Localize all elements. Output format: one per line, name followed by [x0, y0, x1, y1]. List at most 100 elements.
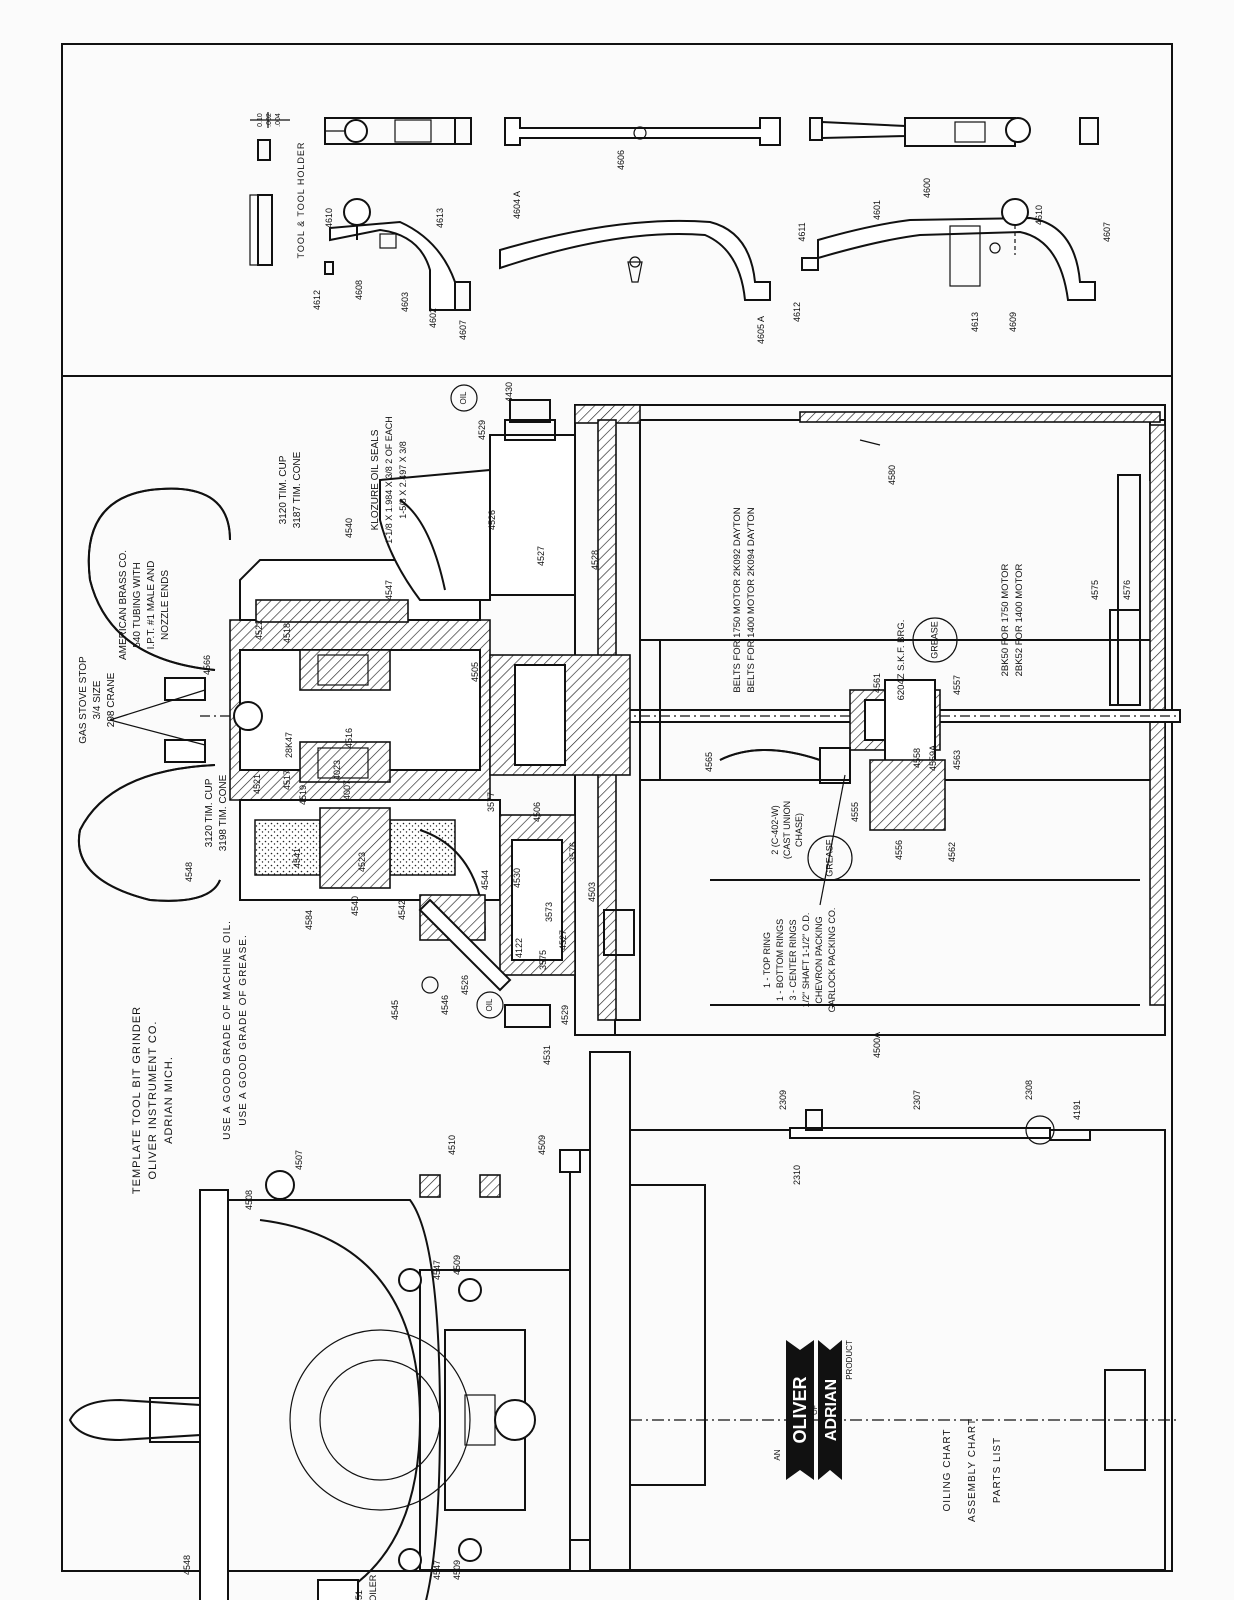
pn-4526-bot: 4526 [460, 975, 470, 995]
tool-dim-1: 0.10 [257, 113, 264, 127]
note-grease: USE A GOOD GRADE OF GREASE. [238, 934, 249, 1125]
pn-4430: 4430 [504, 382, 514, 402]
pn-4607-b: 4607 [1102, 222, 1112, 242]
pn-4531: 4531 [542, 1045, 552, 1065]
svg-text:ADRIAN: ADRIAN [823, 1379, 840, 1441]
pn-2309: 2309 [778, 1090, 788, 1110]
title-block: TEMPLATE TOOL BIT GRINDER OLIVER INSTRUM… [131, 1006, 175, 1194]
pn-4565: 4565 [704, 752, 714, 772]
svg-text:3187 TIM. CONE: 3187 TIM. CONE [292, 451, 303, 528]
pn-4522: 4522 [254, 620, 264, 640]
pn-4545: 4545 [390, 1000, 400, 1020]
pn-4509-a: 4509 [537, 1135, 547, 1155]
pn-4548-sec: 4548 [184, 862, 194, 882]
pn-4566: 4566 [202, 655, 212, 675]
tool-holder-view-c [809, 117, 1099, 147]
svg-text:3/4 SIZE: 3/4 SIZE [92, 680, 103, 719]
svg-text:1-1/8 X 1.984 X 3/8 2 OF EACH: 1-1/8 X 1.984 X 3/8 2 OF EACH [384, 416, 394, 544]
svg-text:1/2" SHAFT 1-1/2" O.D.: 1/2" SHAFT 1-1/2" O.D. [801, 913, 811, 1008]
pn-4547-sec: 4547 [384, 580, 394, 600]
pulley-note: 2BK50 FOR 1750 MOTOR 2BK52 FOR 1400 MOTO… [1000, 563, 1025, 676]
lubrication-notes: USE A GOOD GRADE OF MACHINE OIL. USE A G… [222, 920, 249, 1140]
tool-holder-view-d [801, 198, 1096, 301]
pn-4607-a: 4607 [458, 320, 468, 340]
pn-4561: 4561 [872, 673, 882, 693]
svg-text:2BK52 FOR 1400 MOTOR: 2BK52 FOR 1400 MOTOR [1014, 563, 1025, 676]
pn-4518: 4518 [282, 623, 292, 643]
svg-text:AMERICAN BRASS CO.: AMERICAN BRASS CO. [118, 550, 129, 660]
pn-4610-a: 4610 [324, 208, 334, 228]
pn-4613-a: 4613 [435, 208, 445, 228]
pn-2307: 2307 [912, 1090, 922, 1110]
pn-4526-top: 4526 [487, 510, 497, 530]
pn-4546: 4546 [440, 995, 450, 1015]
bearing-note: 6204Z S.K.F. BRG. [896, 620, 907, 701]
svg-text:BELTS FOR 1400 MOTOR 2K094 DAY: BELTS FOR 1400 MOTOR 2K094 DAYTON [746, 507, 757, 692]
pn-4603: 4603 [400, 292, 410, 312]
pn-4523: 4523 [357, 852, 367, 872]
pn-4608: 4608 [354, 280, 364, 300]
title-line-2: OLIVER INSTRUMENT CO. [147, 1021, 159, 1180]
pn-4529-top: 4529 [477, 420, 487, 440]
pn-4556: 4556 [894, 840, 904, 860]
svg-text:3 - CENTER RINGS: 3 - CENTER RINGS [788, 919, 798, 1000]
pn-4529-bot: 4529 [560, 1005, 570, 1025]
oil-label-bottom: OIL [485, 998, 494, 1011]
klozure-note: KLOZURE OIL SEALS 1-1/8 X 1.984 X 3/8 2 … [370, 416, 408, 544]
pn-4510: 4510 [447, 1135, 457, 1155]
tool-dim-3: .004 [275, 113, 282, 127]
union-note: 2 (C-402-W) (CAST UNION CHASE) [770, 801, 804, 859]
oliver-logo: AN OLIVER OF ADRIAN PRODUCT [773, 1340, 854, 1480]
pn-4508: 4508 [244, 1190, 254, 1210]
pn-4547-b: 4547 [432, 1560, 442, 1580]
svg-text:1 - TOP RING: 1 - TOP RING [762, 932, 772, 988]
pn-3577: 3577 [486, 792, 496, 812]
pn-4559a: 4559A [928, 745, 938, 771]
pn-4540-bot: 4540 [350, 896, 360, 916]
pn-4562: 4562 [947, 842, 957, 862]
pn-3573: 3573 [544, 902, 554, 922]
pn-3576: 3576 [568, 842, 578, 862]
svg-text:3120 TIM. CUP: 3120 TIM. CUP [204, 778, 215, 847]
svg-text:2 (C-402-W): 2 (C-402-W) [770, 805, 780, 855]
svg-text:OLIVER: OLIVER [790, 1376, 810, 1443]
tubing-note: AMERICAN BRASS CO. 540 TUBING WITH I.P.T… [118, 550, 171, 660]
pn-2308: 2308 [1024, 1080, 1034, 1100]
pn-4612-a: 4612 [312, 290, 322, 310]
index-parts-list: PARTS LIST [992, 1437, 1003, 1503]
grease-callout-bottom [807, 835, 853, 881]
svg-text:540 TUBING WITH: 540 TUBING WITH [132, 562, 143, 647]
pn-4609: 4609 [1008, 312, 1018, 332]
pn-4584: 4584 [304, 910, 314, 930]
title-line-1: TEMPLATE TOOL BIT GRINDER [131, 1006, 143, 1194]
pn-4606: 4606 [616, 150, 626, 170]
svg-text:BELTS FOR 1750 MOTOR 2K092 DAY: BELTS FOR 1750 MOTOR 2K092 DAYTON [732, 507, 743, 692]
template-arm [499, 117, 781, 301]
pn-4576: 4576 [1122, 580, 1132, 600]
pn-4540-top: 4540 [344, 518, 354, 538]
pn-4610-b: 4610 [1034, 205, 1044, 225]
pn-4528: 4528 [590, 550, 600, 570]
pn-4191: 4191 [1072, 1100, 1082, 1120]
pn-4555: 4555 [850, 802, 860, 822]
pn-4541: 4541 [292, 848, 302, 868]
pn-4023: 4023 [332, 760, 342, 780]
pn-4575: 4575 [1090, 580, 1100, 600]
svg-text:298 CRANE: 298 CRANE [106, 672, 117, 727]
pn-4604a: 4604 A [512, 191, 522, 219]
packing-note: 1 - TOP RING 1 - BOTTOM RINGS 3 - CENTER… [762, 908, 837, 1013]
pn-4521: 4521 [252, 774, 262, 794]
gas-stove-stop-note: GAS STOVE STOP 3/4 SIZE 298 CRANE [78, 656, 117, 744]
svg-text:GAS STOVE STOP: GAS STOVE STOP [78, 656, 89, 744]
svg-text:1 - BOTTOM RINGS: 1 - BOTTOM RINGS [775, 919, 785, 1001]
svg-text:AN: AN [773, 1449, 782, 1460]
svg-text:PRODUCT: PRODUCT [845, 1340, 854, 1380]
svg-text:OF: OF [812, 1405, 819, 1415]
svg-text:1-5/8 X 2.497 X 3/8: 1-5/8 X 2.497 X 3/8 [398, 441, 408, 519]
pn-4509-b: 4509 [452, 1255, 462, 1275]
pn-4503: 4503 [587, 882, 597, 902]
pn-4527-bot: 4527 [558, 930, 568, 950]
svg-text:CHASE): CHASE) [794, 813, 804, 847]
pn-4602: 4602 [428, 308, 438, 328]
tool-detail: 0.10 .002 .004 TOOL & TOOL HOLDER [249, 112, 306, 266]
